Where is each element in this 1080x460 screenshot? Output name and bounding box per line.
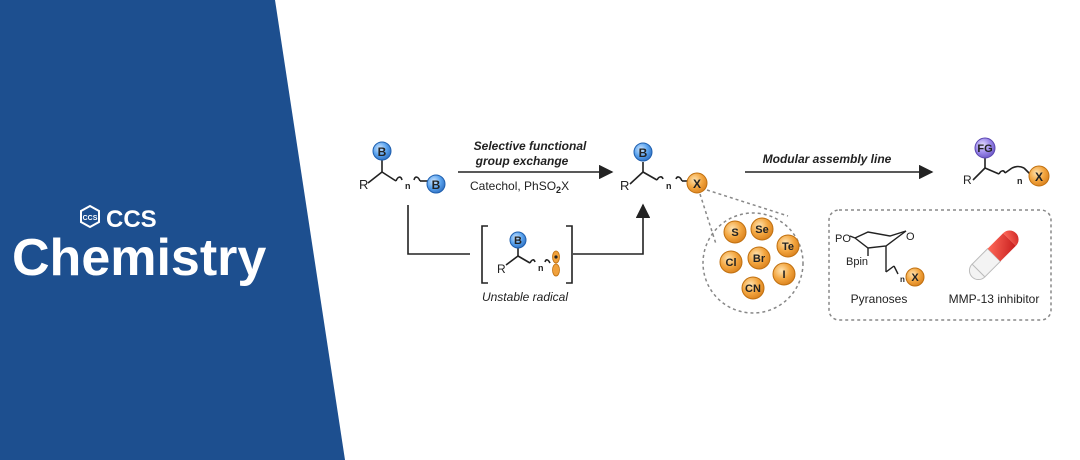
functional-group-sphere: CN [741, 276, 765, 300]
logo-small-text: CCS [83, 215, 98, 222]
pyranose-o-label: O [906, 231, 915, 243]
functional-group-sphere: Br [747, 246, 771, 270]
starting-material [367, 160, 430, 184]
radical-b-label: B [514, 235, 522, 247]
zoom-callout-lines [699, 189, 789, 245]
start-r-label: R [359, 177, 368, 192]
functional-group-label: Cl [726, 257, 737, 269]
pill-capsule-icon [968, 230, 1019, 281]
hexagon-logo-icon [80, 204, 100, 229]
halide-sphere-icon [686, 172, 708, 194]
intermediate-structure [629, 162, 688, 185]
functional-group-label: CN [745, 283, 761, 295]
logo-title: Chemistry [12, 229, 266, 287]
product-x-label: X [1035, 170, 1043, 184]
radical-path-line [407, 205, 470, 255]
halide-sphere-icon [905, 267, 925, 287]
step1-title-line1: Selective functional [474, 139, 587, 153]
boron-sphere-icon [372, 141, 392, 161]
radical-n-label: n [538, 263, 544, 273]
pyranose-bpin-label: Bpin [846, 256, 868, 268]
step1-reagents-sub: 2 [556, 185, 561, 195]
functional-group-sphere: I [772, 262, 796, 286]
start-b-end: B [432, 178, 441, 192]
step1-title-line2: group exchange [475, 154, 569, 168]
intermediate-r-label: R [620, 178, 629, 193]
boron-sphere-icon [633, 142, 653, 162]
boron-sphere-icon [426, 174, 446, 194]
logo-word: CCS [106, 206, 157, 233]
radical-structure [505, 248, 551, 266]
ccs-logo: CCS CCS Chemistry [12, 204, 266, 287]
functional-group-pool [702, 212, 804, 314]
functional-group-sphere: S [723, 220, 747, 244]
radical-path-arrow [573, 203, 651, 255]
radical-caption: Unstable radical [482, 290, 568, 304]
pyranose-x-label: X [911, 272, 919, 284]
halide-sphere-icon [741, 276, 765, 300]
boron-sphere-icon [509, 231, 527, 249]
intermediate-x-label: X [693, 177, 701, 191]
halide-sphere-icon [750, 217, 774, 241]
halide-sphere-icon [776, 234, 800, 258]
pyranose-po-label: PO [835, 233, 851, 245]
intermediate-n-label: n [666, 181, 672, 191]
intermediate-b-label: B [639, 146, 648, 160]
halide-sphere-icon [719, 250, 743, 274]
functional-group-label: Te [782, 241, 794, 253]
pyranose-caption: Pyranoses [851, 292, 908, 306]
radical-orbital-icon [552, 250, 560, 277]
functional-group-label: S [731, 227, 738, 239]
halide-sphere-icon [747, 246, 771, 270]
start-b-top: B [378, 145, 387, 159]
functional-group-label: Se [755, 224, 768, 236]
halide-sphere-icon [772, 262, 796, 286]
product-n-label: n [1017, 176, 1023, 186]
functional-group-sphere: Se [750, 217, 774, 241]
product-r-label: R [963, 173, 972, 187]
pyranose-structure [849, 230, 907, 275]
drug-caption: MMP-13 inhibitor [949, 292, 1040, 306]
start-n-label: n [405, 181, 411, 191]
functional-group-label: I [782, 269, 785, 281]
step1-reagents-main: Catechol, PhSO [470, 179, 556, 193]
halide-sphere-icon [1028, 165, 1050, 187]
step1-reagents-tail: X [561, 179, 569, 193]
functional-group-sphere: Cl [719, 250, 743, 274]
step2-title: Modular assembly line [763, 152, 892, 166]
functional-group-sphere: Te [776, 234, 800, 258]
functional-group-label: Br [753, 253, 766, 265]
radical-brackets [481, 225, 573, 284]
functional-group-sphere-icon [974, 137, 996, 159]
product-fg-label: FG [977, 143, 992, 155]
step1-reagents: Catechol, PhSO2X [470, 179, 569, 195]
banner-background [0, 0, 345, 460]
pyranose-n-label: n [900, 275, 905, 284]
radical-r-label: R [497, 262, 506, 276]
halide-sphere-icon [723, 220, 747, 244]
